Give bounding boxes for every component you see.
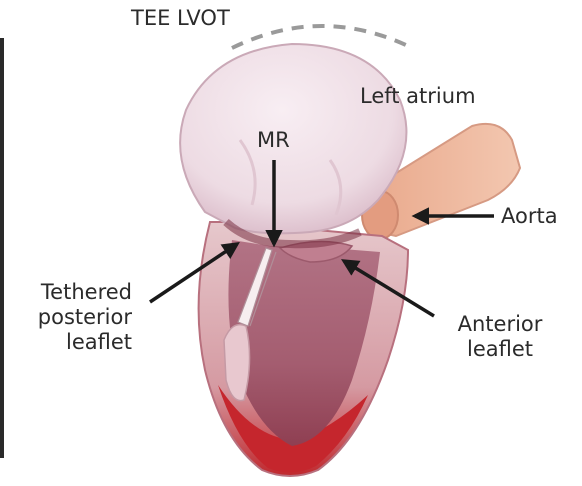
dashed-probe-arc bbox=[232, 26, 408, 48]
left-atrium-label: Left atrium bbox=[360, 84, 476, 109]
anterior-leaflet-label: Anterior leaflet bbox=[440, 312, 560, 362]
tethered-posterior-leaflet-label: Tethered posterior leaflet bbox=[12, 280, 132, 355]
left-atrium-shape bbox=[180, 44, 406, 233]
mr-label: MR bbox=[257, 128, 290, 153]
frame-edge bbox=[0, 38, 4, 458]
title-label: TEE LVOT bbox=[131, 6, 230, 31]
aorta-label: Aorta bbox=[501, 204, 558, 229]
